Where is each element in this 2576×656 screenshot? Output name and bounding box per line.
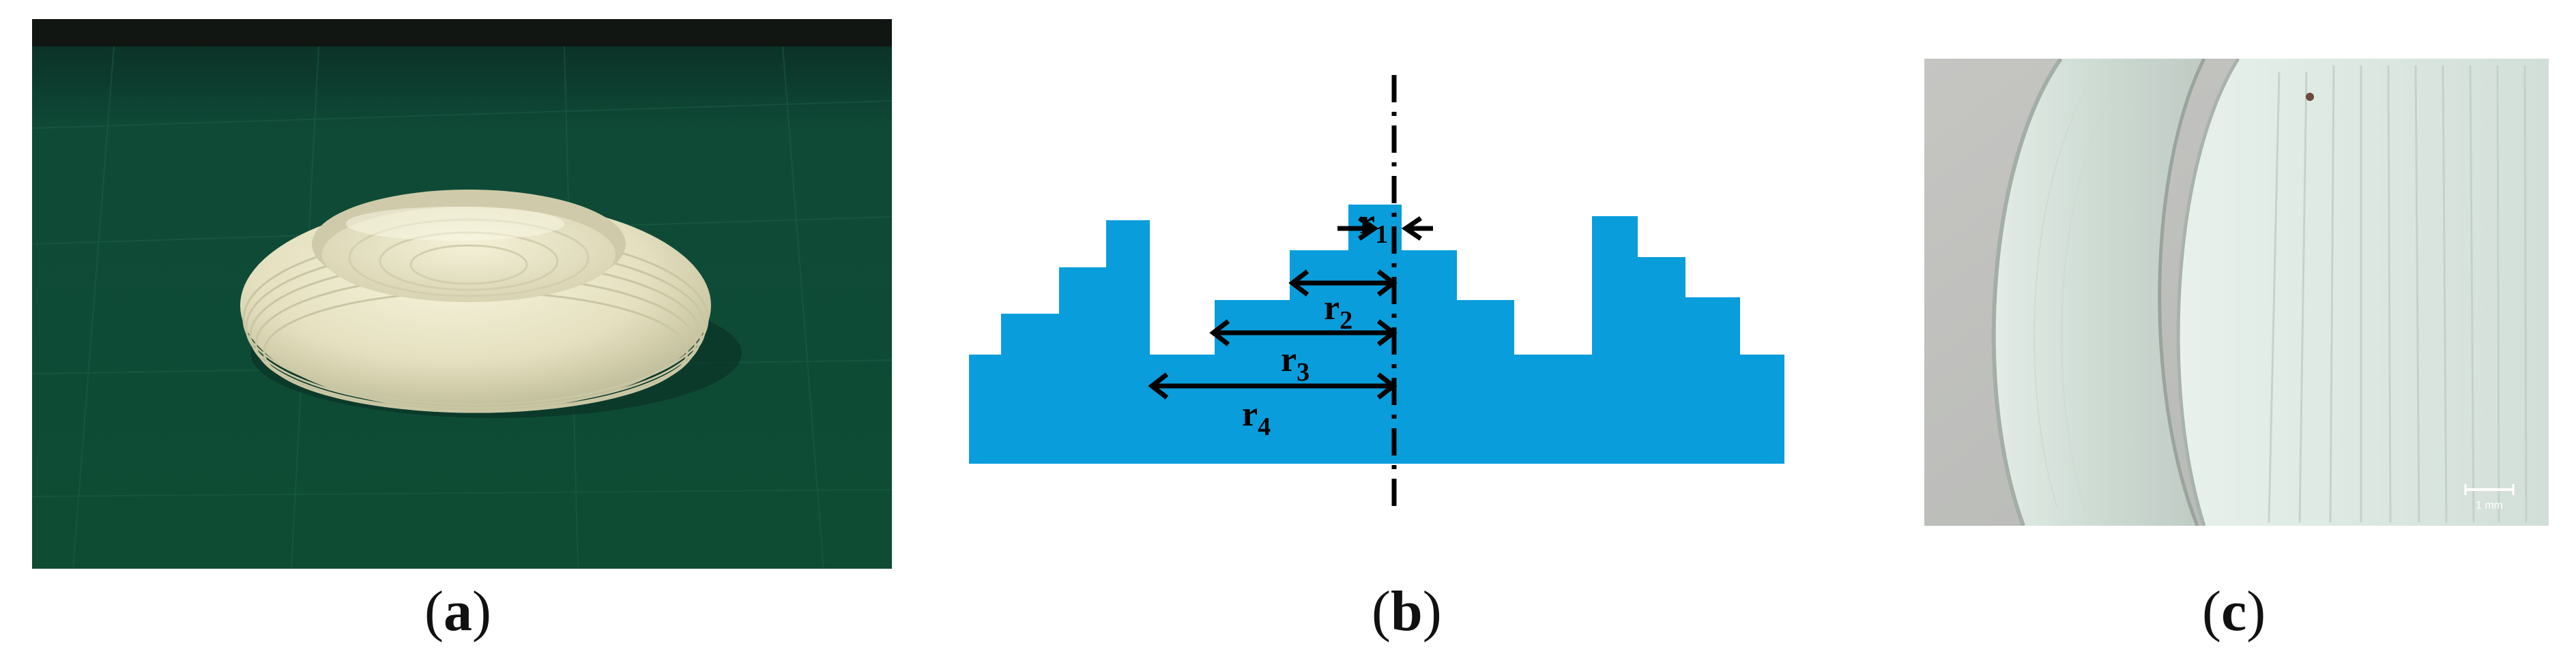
label-r3: r3 [1281, 340, 1309, 387]
scale-bar-label: 1 mm [2476, 500, 2503, 511]
caption-b-open: ( [1372, 580, 1391, 643]
caption-b-letter: b [1390, 580, 1423, 643]
label-r4: r4 [1242, 395, 1271, 441]
printed-part-photo [32, 19, 892, 569]
r2-arrow [1288, 269, 1398, 297]
caption-c: (c) [2202, 578, 2266, 644]
r1-arrow [1337, 216, 1433, 241]
scale-bar: 1 mm [2464, 484, 2515, 511]
caption-c-letter: c [2220, 580, 2247, 643]
stepped-profile-svg: r1 r2 r3 r4 [969, 75, 1784, 511]
label-r2: r2 [1324, 288, 1352, 335]
caption-a-open: ( [424, 580, 444, 643]
micrograph-panel-c: 1 mm [1924, 59, 2549, 526]
caption-a: (a) [424, 578, 491, 644]
cross-section-diagram: r1 r2 r3 r4 [928, 55, 1883, 532]
r4-arrow [1148, 372, 1398, 400]
photo-panel-a [32, 19, 892, 569]
label-r1: r1 [1359, 203, 1388, 249]
caption-b: (b) [1372, 578, 1442, 644]
caption-a-close: ) [472, 580, 491, 643]
r3-arrow [1209, 319, 1398, 346]
caption-c-close: ) [2246, 580, 2266, 643]
caption-b-close: ) [1422, 580, 1442, 643]
caption-a-letter: a [443, 580, 472, 643]
caption-c-open: ( [2202, 580, 2221, 643]
micrograph-image: 1 mm [1924, 59, 2549, 526]
